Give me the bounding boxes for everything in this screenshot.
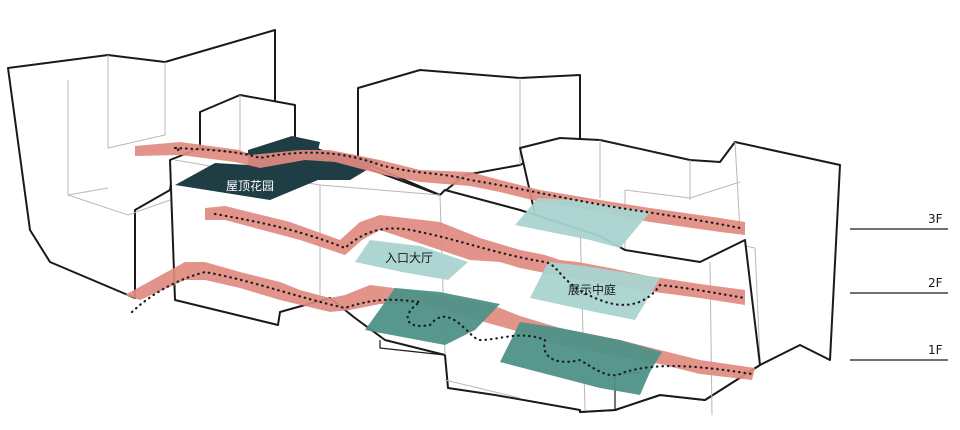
route-3f bbox=[173, 146, 742, 230]
exhibition-atrium-void-1f bbox=[500, 322, 662, 395]
floor-label-1f: 1F bbox=[928, 343, 943, 357]
entrance-hall-zone bbox=[355, 240, 468, 280]
floor-label-3f: 3F bbox=[928, 212, 943, 226]
circulation-band-3f bbox=[135, 142, 745, 235]
route-vertical-1 bbox=[174, 146, 180, 152]
route-2f bbox=[213, 212, 747, 306]
floor-indicators: 3F 2F 1F bbox=[850, 212, 948, 361]
exhibition-atrium-upper bbox=[515, 198, 650, 248]
circulation-routes bbox=[130, 146, 754, 377]
roof-garden-label: 屋顶花园 bbox=[226, 178, 274, 193]
exhibition-atrium-label: 展示中庭 bbox=[568, 282, 616, 297]
entrance-hall-label: 入口大厅 bbox=[385, 251, 433, 265]
floor-label-2f: 2F bbox=[928, 276, 943, 290]
